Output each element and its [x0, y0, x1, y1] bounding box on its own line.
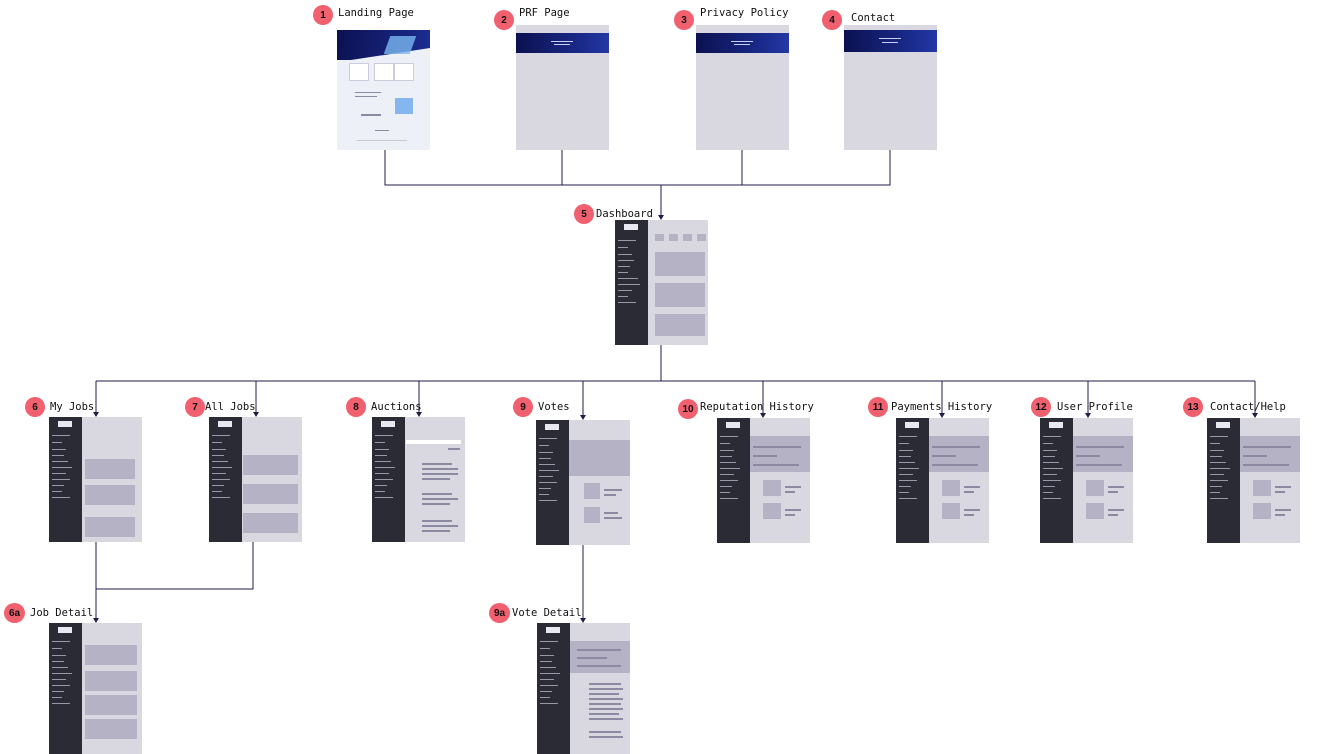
node-number-badge: 6a	[4, 603, 25, 623]
screen-thumbnail	[537, 623, 630, 754]
arrow-head	[939, 413, 945, 418]
edge-top-row-bus	[384, 150, 891, 186]
node-number-badge: 9a	[489, 603, 510, 623]
screen-thumbnail	[1040, 418, 1133, 543]
arrow-head	[253, 412, 259, 417]
screen-thumbnail	[844, 25, 937, 150]
screen-thumbnail	[717, 418, 810, 543]
screen-thumbnail	[49, 623, 142, 754]
node-label: Contact/Help	[1210, 401, 1286, 413]
screen-thumbnail	[696, 25, 789, 150]
node-number-badge: 8	[346, 397, 366, 417]
screen-thumbnail	[1207, 418, 1300, 543]
node-number-badge: 9	[513, 397, 533, 417]
screen-thumbnail	[615, 220, 708, 345]
arrow-head	[416, 412, 422, 417]
node-label: All Jobs	[205, 401, 256, 413]
screen-thumbnail	[337, 30, 430, 150]
node-label: Privacy Policy	[700, 7, 789, 19]
node-number-badge: 6	[25, 397, 45, 417]
node-label: Payments History	[891, 401, 993, 413]
node-label: Vote Detail	[512, 607, 582, 619]
node-number-badge: 5	[574, 204, 594, 224]
screen-thumbnail	[896, 418, 989, 543]
screen-thumbnail	[516, 25, 609, 150]
arrow-head	[580, 415, 586, 420]
arrow-head	[658, 215, 664, 220]
arrow-head	[1085, 413, 1091, 418]
node-number-badge: 10	[678, 399, 698, 419]
arrow-head	[1252, 413, 1258, 418]
edge-jobs-to-detail-bus	[95, 542, 254, 590]
node-label: Votes	[538, 401, 570, 413]
arrow-head	[580, 618, 586, 623]
node-number-badge: 1	[313, 5, 333, 25]
arrow-head	[760, 413, 766, 418]
node-label: Contact	[851, 12, 896, 24]
screen-thumbnail	[209, 417, 302, 542]
node-label: PRF Page	[519, 7, 570, 19]
node-label: Dashboard	[596, 208, 653, 220]
arrow-head	[93, 618, 99, 623]
node-label: User Profile	[1057, 401, 1133, 413]
node-number-badge: 3	[674, 10, 694, 30]
node-label: My Jobs	[50, 401, 95, 413]
node-number-badge: 4	[822, 10, 842, 30]
node-number-badge: 12	[1031, 397, 1051, 417]
node-label: Landing Page	[338, 7, 414, 19]
screen-thumbnail	[372, 417, 465, 542]
node-number-badge: 7	[185, 397, 205, 417]
node-number-badge: 11	[868, 397, 888, 417]
arrow-head	[93, 412, 99, 417]
node-number-badge: 2	[494, 10, 514, 30]
screen-thumbnail	[49, 417, 142, 542]
screen-thumbnail	[536, 420, 630, 545]
node-label: Job Detail	[30, 607, 94, 619]
node-label: Auctions	[371, 401, 422, 413]
node-label: Reputation History	[700, 401, 814, 413]
node-number-badge: 13	[1183, 397, 1203, 417]
